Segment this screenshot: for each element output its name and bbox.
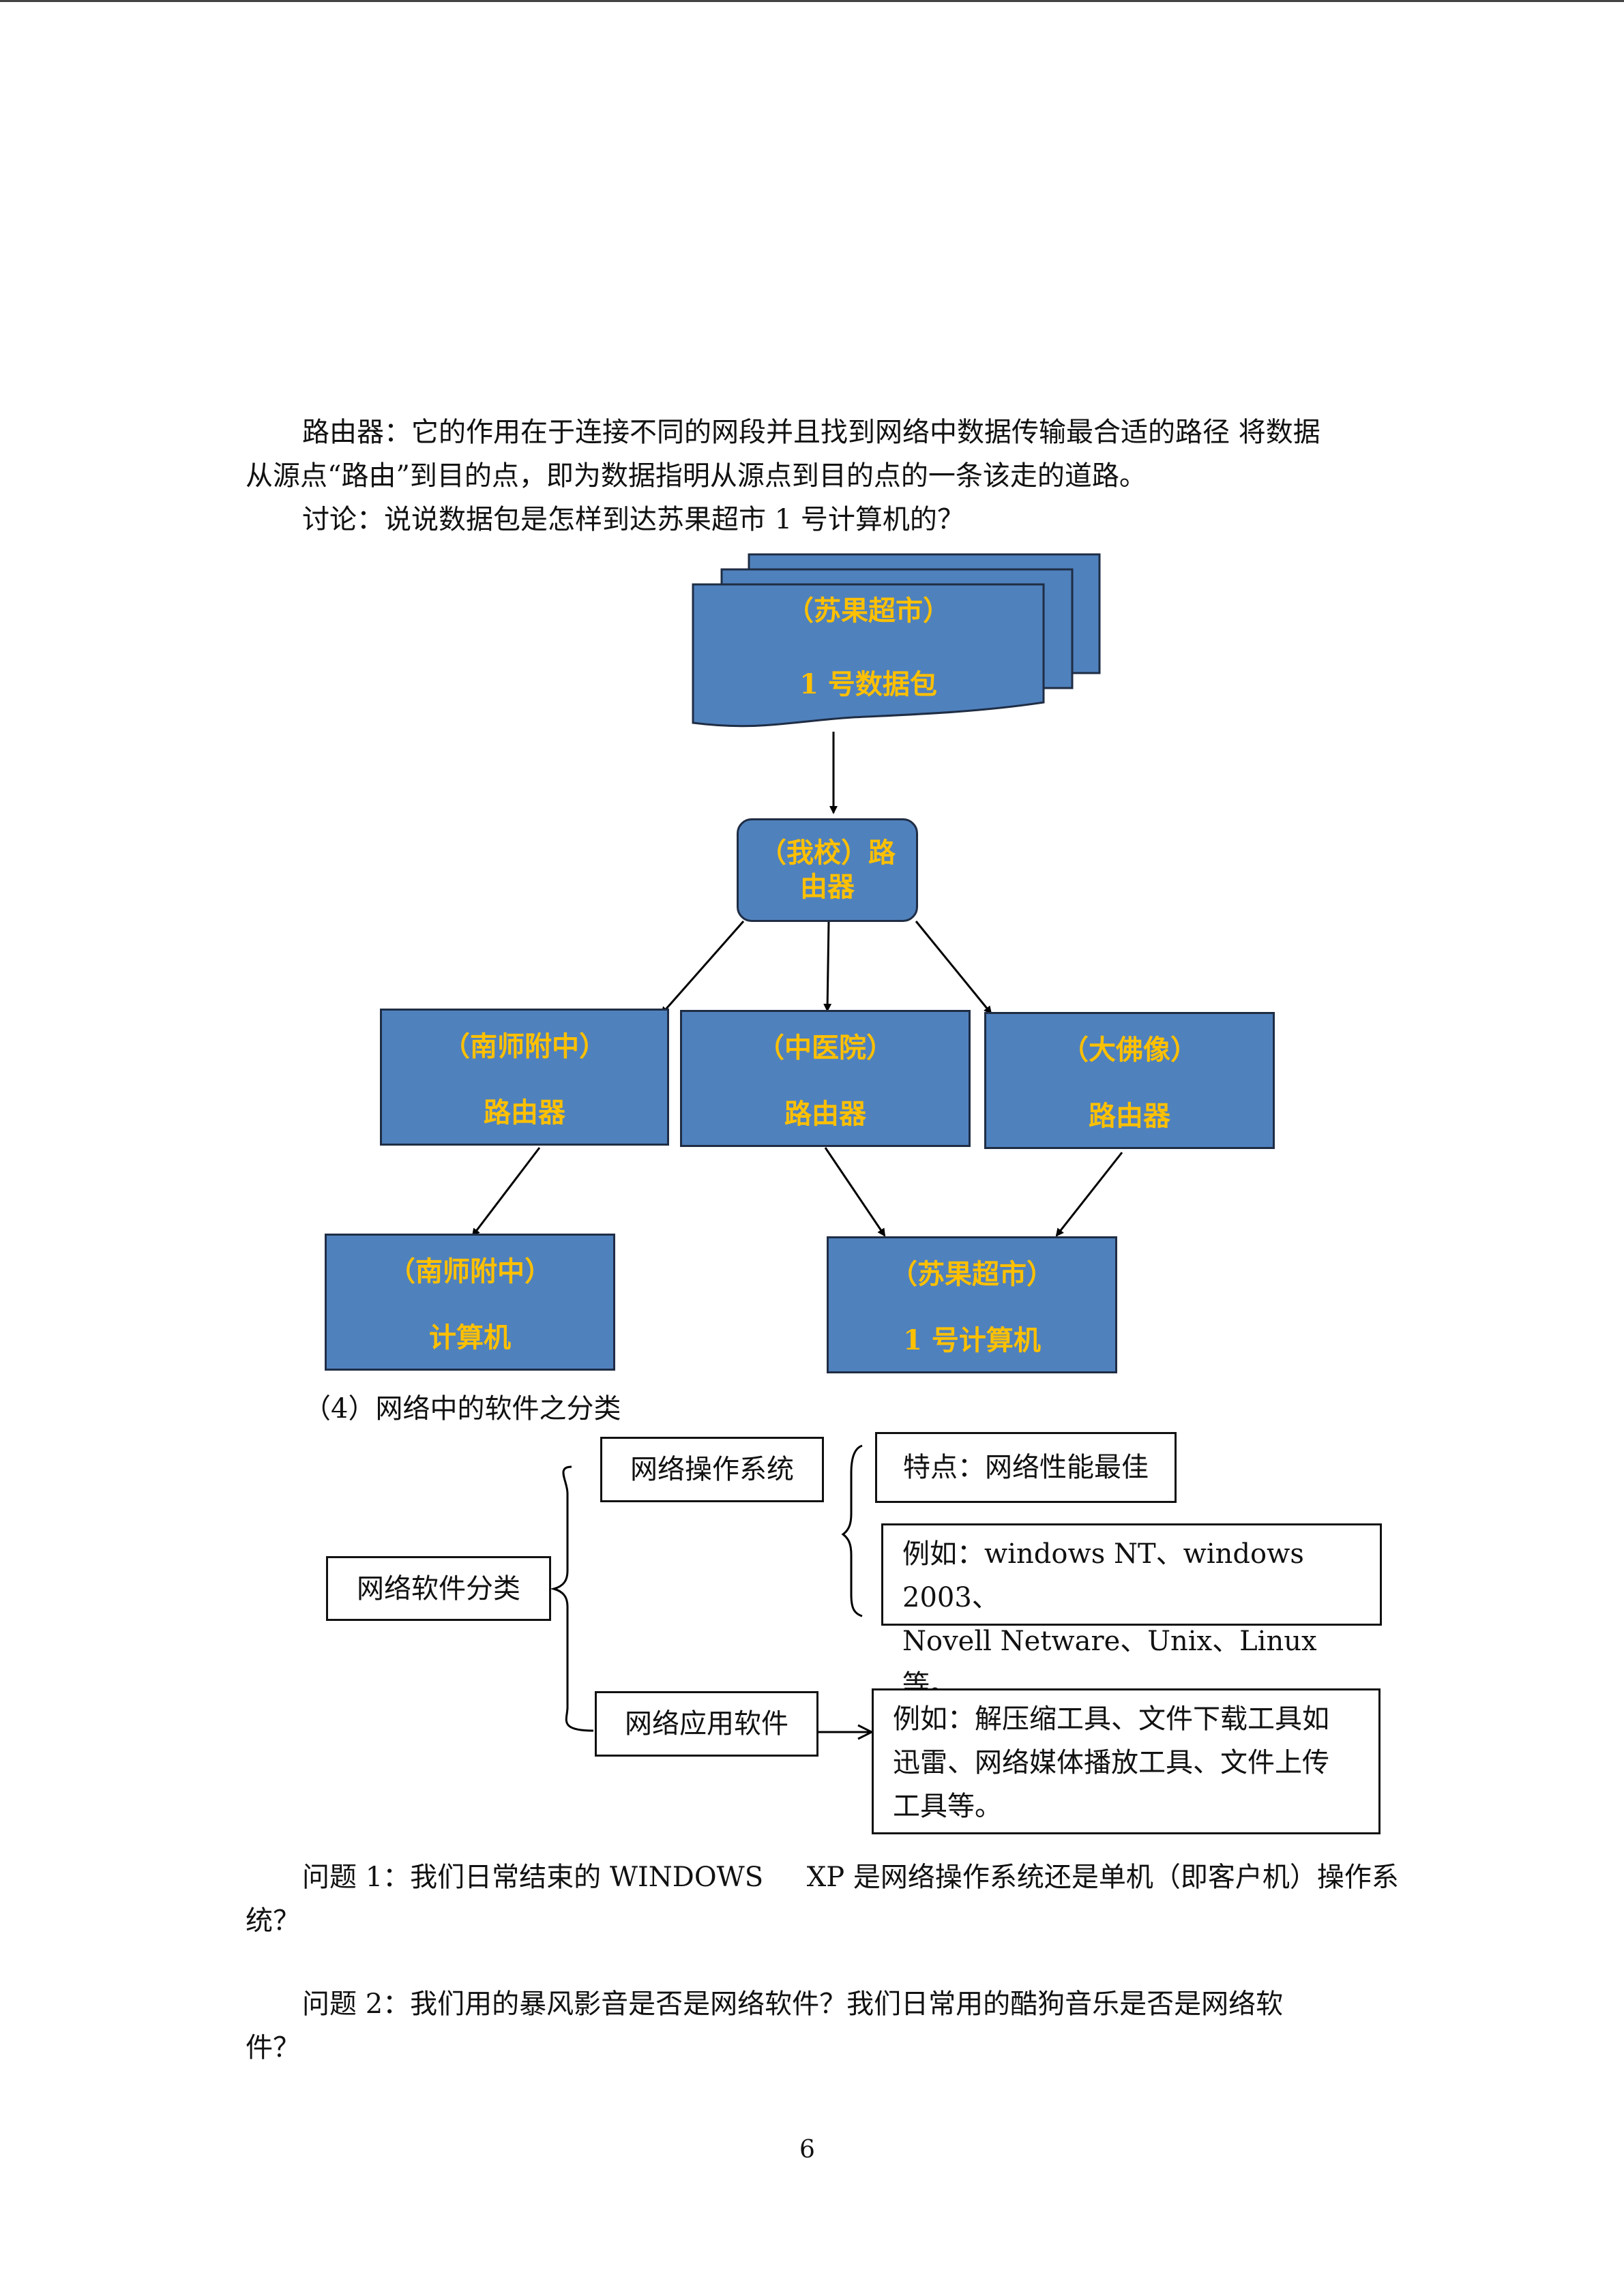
- network-os-box: 网络操作系统: [600, 1437, 824, 1502]
- question-1-line2: 统？: [246, 1905, 300, 1937]
- computer-suguo-line1: （苏果超市）: [890, 1257, 1054, 1290]
- school-router-line1: （我校）路: [759, 837, 896, 869]
- classification-brace-left: [550, 1465, 594, 1732]
- nos-examples-box: 例如：windows NT、windows 2003、 Novell Netwa…: [881, 1523, 1382, 1701]
- router-zhongyiyuan-line1: （中医院）: [757, 1031, 894, 1064]
- nos-example-line1: 例如：windows NT、windows 2003、: [902, 1538, 1304, 1613]
- computer-suguo-line2: 1 号计算机: [903, 1324, 1041, 1357]
- classification-brace-right: [841, 1444, 863, 1617]
- computer-nanshi-line2: 计算机: [429, 1322, 511, 1354]
- page-number: 6: [799, 2136, 815, 2164]
- router-definition-line2: 从源点“路由”到目的点，即为数据指明从源点到目的点的一条该走的道路。: [246, 460, 1147, 492]
- school-router-line2: 由器: [800, 871, 855, 903]
- computer-nanshi-box: （南师附中） 计算机: [325, 1234, 615, 1371]
- data-packet: （苏果超市） 1 号数据包: [693, 584, 1044, 714]
- router-nanshi-line2: 路由器: [484, 1097, 565, 1129]
- app-examples-box: 例如：解压缩工具、文件下载工具如 迅雷、网络媒体播放工具、文件上传 工具等。: [872, 1688, 1381, 1834]
- packet-line1: （苏果超市）: [786, 595, 950, 627]
- network-app-box: 网络应用软件: [595, 1691, 818, 1757]
- arrow-router-to-dafoxiang: [915, 921, 992, 1015]
- router-dafoxiang-line1: （大佛像）: [1061, 1033, 1198, 1066]
- router-zhongyiyuan-box: （中医院） 路由器: [680, 1010, 971, 1147]
- router-dafoxiang-box: （大佛像） 路由器: [984, 1012, 1275, 1149]
- page-top-border: [0, 0, 1624, 2]
- software-classification-root: 网络软件分类: [326, 1556, 551, 1621]
- question-1-line1: 问题 1：我们日常结束的 WINDOWS XP 是网络操作系统还是单机（即客户机…: [302, 1862, 1399, 1893]
- school-router-box: （我校）路 由器: [737, 818, 918, 922]
- question-2-line1: 问题 2：我们用的暴风影音是否是网络软件？我们日常用的酷狗音乐是否是网络软: [302, 1988, 1284, 2020]
- nos-example-line2: Novell Netware、Unix、Linux 等。: [902, 1626, 1317, 1701]
- router-dafoxiang-line2: 路由器: [1089, 1100, 1170, 1133]
- packet-line2: 1 号数据包: [799, 668, 937, 700]
- arrow-dafoxiang-to-suguo: [1055, 1152, 1123, 1237]
- app-example-line2: 迅雷、网络媒体播放工具、文件上传: [893, 1747, 1329, 1778]
- arrow-router-to-nanshi: [660, 921, 745, 1015]
- router-zhongyiyuan-line2: 路由器: [784, 1098, 866, 1131]
- router-nanshi-line1: （南师附中）: [443, 1030, 606, 1062]
- nos-feature-box: 特点：网络性能最佳: [875, 1432, 1177, 1503]
- computer-suguo-box: （苏果超市） 1 号计算机: [827, 1236, 1117, 1373]
- discussion-question: 讨论：说说数据包是怎样到达苏果超市 1 号计算机的？: [302, 504, 964, 535]
- arrow-router-to-zhongyiyuan: [823, 921, 832, 1012]
- data-packet-shape: [692, 553, 1101, 728]
- computer-nanshi-line1: （南师附中）: [388, 1255, 552, 1287]
- router-nanshi-box: （南师附中） 路由器: [380, 1009, 669, 1146]
- router-definition-line1: 路由器：它的作用在于连接不同的网段并且找到网络中数据传输最合适的路径 将数据: [302, 417, 1320, 448]
- app-example-line3: 工具等。: [893, 1791, 1002, 1822]
- arrow-nanshi-router-to-computer: [471, 1147, 541, 1237]
- section-heading: （4）网络中的软件之分类: [304, 1393, 621, 1425]
- app-example-line1: 例如：解压缩工具、文件下载工具如: [893, 1703, 1329, 1735]
- arrow-zhongyiyuan-to-suguo: [824, 1147, 886, 1237]
- question-2-line2: 件？: [246, 2032, 300, 2063]
